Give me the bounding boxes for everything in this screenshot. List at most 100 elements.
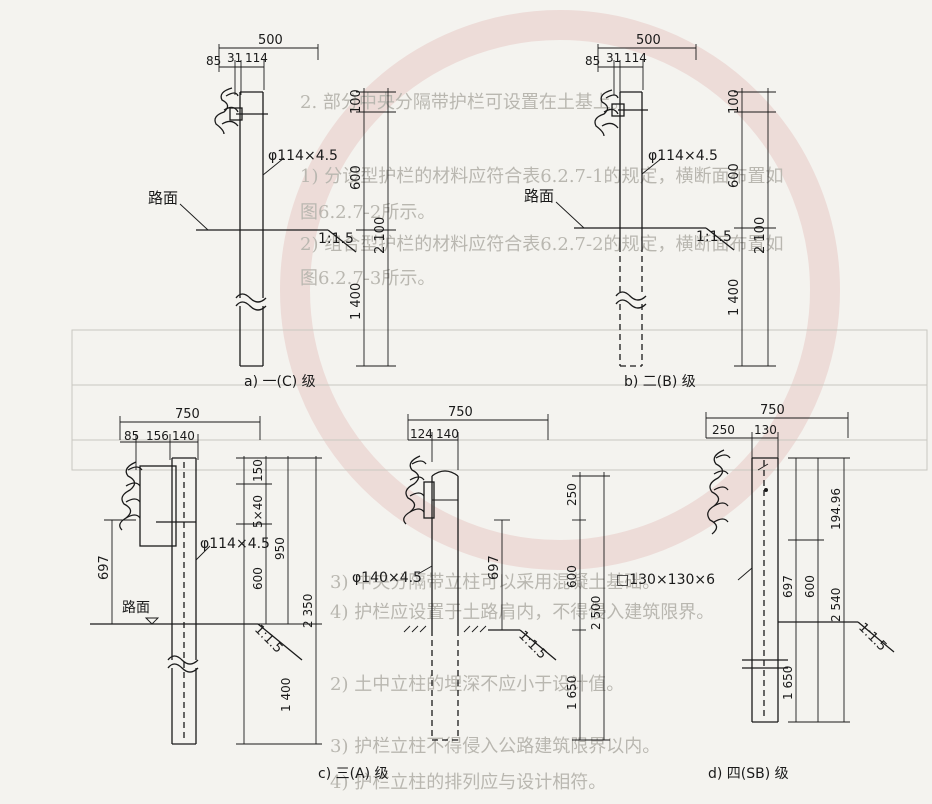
slope-label: 1:1.5	[318, 231, 354, 247]
slope-label: 1:1.5	[855, 620, 889, 654]
pipe-spec: □130×130×6	[616, 572, 715, 588]
dim-vertical: 1 650	[565, 676, 579, 710]
dim-offset: 156	[146, 429, 169, 443]
road-symbol	[144, 617, 160, 625]
hatch-line	[419, 625, 427, 633]
hatch-line	[479, 625, 487, 633]
dim-left: 697	[97, 555, 112, 580]
dim-vertical: 600	[251, 567, 265, 590]
slope-line	[519, 629, 557, 661]
dim-vertical: 1 400	[727, 279, 742, 316]
dim-offset: 140	[172, 429, 195, 443]
dim-offset: 124	[410, 427, 433, 441]
dim-vertical: 600	[803, 575, 817, 598]
slope-label: 1:1.5	[696, 229, 732, 245]
hatch-line	[463, 625, 471, 633]
leader	[179, 203, 209, 231]
dim-vertical: 100	[727, 89, 742, 114]
bg-line: 图6.2.7-2所示。	[300, 202, 435, 223]
road-label: 路面	[148, 189, 178, 207]
dim-vertical: 150	[251, 459, 265, 482]
dim-vertical: 100	[349, 89, 364, 114]
hatch-line	[411, 625, 419, 633]
dim-vertical: 2 350	[301, 594, 315, 628]
slot	[757, 463, 769, 471]
leader	[195, 545, 211, 561]
bg-line: 3) 中央分隔带立柱可以采用混凝土基础。	[330, 572, 660, 593]
dim-left: 697	[487, 555, 502, 580]
dim-offset: 250	[712, 423, 735, 437]
hatch-line	[471, 625, 479, 633]
caption-d: d) 四(SB) 级	[708, 766, 789, 782]
thrie-beam	[403, 455, 421, 525]
slope-label: 1:1.5	[251, 622, 285, 656]
bg-line: 4) 护栏立柱的排列应与设计相符。	[330, 772, 606, 793]
pipe-spec: φ114×4.5	[200, 536, 270, 552]
dim-vertical: 1 400	[349, 283, 364, 320]
caption-b: b) 二(B) 级	[624, 374, 696, 390]
dim-vertical: 2 500	[589, 596, 603, 630]
leader	[737, 567, 753, 581]
dim-total-width: 500	[636, 33, 661, 48]
background-show-through: 2. 部分中央分隔带护栏可设置在土基上。 1) 分设型护栏的材料应符合表6.2.…	[71, 10, 928, 793]
bg-table	[71, 329, 928, 471]
leader	[641, 157, 663, 175]
slope-line	[327, 229, 357, 253]
break-mark	[167, 663, 199, 673]
dim-vertical: 5×40	[251, 495, 265, 528]
panel-c-right: 750 124 140 1:1.5 φ140×4.5 697	[318, 405, 610, 782]
dim-vertical: 600	[565, 565, 579, 588]
leader	[555, 201, 585, 229]
bg-line: 4) 护栏应设置于土路肩内，不得侵入建筑限界。	[330, 602, 714, 623]
thrie-beam-curl	[713, 454, 731, 523]
dim-vertical: 697	[781, 575, 795, 598]
blockout	[139, 465, 177, 547]
thrie-beam	[707, 449, 725, 535]
bg-line: 2) 组合型护栏的材料应符合表6.2.7-2的规定，横断面布置如	[300, 234, 784, 255]
road-label: 路面	[524, 187, 554, 205]
dim-offset: 114	[624, 51, 647, 65]
slope-line	[257, 623, 303, 661]
bg-line: 2) 土中立柱的埋深不应小于设计值。	[330, 674, 624, 695]
leader	[262, 157, 285, 176]
dim-vertical: 950	[273, 537, 287, 560]
dim-vertical: 1 400	[279, 678, 293, 712]
panel-b: 500 85 31 114 路面 1:1.5 φ114×4.5	[524, 33, 776, 390]
bg-line: 2. 部分中央分隔带护栏可设置在土基上。	[300, 92, 629, 113]
hatch-line	[403, 625, 411, 633]
dim-total-width: 750	[175, 407, 200, 422]
caption-a: a) 一(C) 级	[244, 374, 316, 390]
break-mark	[615, 291, 647, 301]
panel-d: 750 250 130 1:1.5 □130×130×6 194.96 697 …	[616, 403, 895, 782]
dim-offset: 140	[436, 427, 459, 441]
watermark-seal	[280, 10, 840, 570]
dim-vertical: 2 100	[373, 217, 388, 254]
dim-vertical: 1 650	[781, 666, 795, 700]
thrie-beam-curl	[125, 466, 143, 519]
bg-line: 3) 护栏立柱不得侵入公路建筑限界以内。	[330, 736, 660, 757]
dim-offset: 31	[606, 51, 621, 65]
bolt-hole	[764, 488, 768, 492]
dim-total-width: 750	[760, 403, 785, 418]
dim-offset: 85	[124, 429, 139, 443]
caption-c: c) 三(A) 级	[318, 766, 389, 782]
dim-vertical: 2 100	[753, 217, 768, 254]
dim-offset: 114	[245, 51, 268, 65]
panel-a: 500 85 31 114 路面 1:1.5 φ114×4.5	[148, 33, 396, 390]
leader	[417, 565, 433, 575]
dim-total-width: 500	[258, 33, 283, 48]
bg-line: 1) 分设型护栏的材料应符合表6.2.7-1的规定，横断面布置如	[300, 166, 784, 187]
dim-offset: 85	[206, 54, 221, 68]
dim-vertical: 250	[565, 483, 579, 506]
dim-vertical: 194.96	[829, 488, 843, 530]
thrie-beam	[119, 461, 137, 531]
pipe-spec: φ114×4.5	[268, 148, 338, 164]
dim-offset: 31	[227, 51, 242, 65]
dim-offset: 85	[585, 54, 600, 68]
break-mark	[235, 301, 267, 311]
break-mark	[167, 655, 199, 665]
w-beam	[214, 87, 233, 135]
slope-label: 1:1.5	[515, 628, 549, 662]
